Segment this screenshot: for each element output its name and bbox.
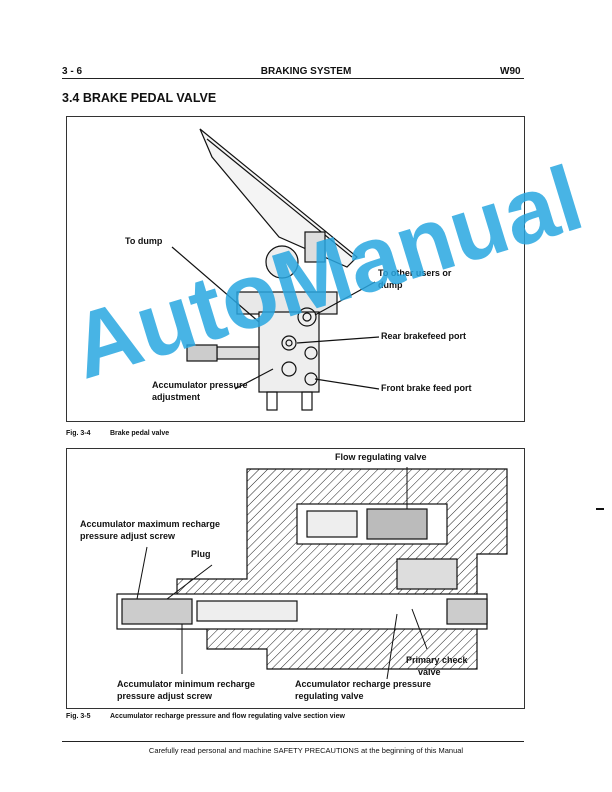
valve-section-drawing [116, 467, 508, 680]
figure-valve-section-view: Flow regulating valve Accumulator maximu… [66, 448, 525, 709]
label-flow-regulating-valve: Flow regulating valve [335, 452, 427, 462]
model-label: W90 [500, 66, 521, 77]
label-to-dump: To dump [125, 236, 163, 246]
figure-caption-number: Fig. 3-5 [66, 713, 91, 720]
footer-safety-note: Carefully read personal and machine SAFE… [148, 746, 464, 755]
figure-caption: Accumulator recharge pressure and flow r… [110, 713, 345, 720]
footer-rule [62, 741, 524, 742]
figure-caption: Brake pedal valve [110, 430, 170, 437]
header-rule [62, 78, 524, 79]
edge-mark [596, 508, 604, 510]
label-front-brake-feed-port: Front brake feed port [381, 383, 472, 393]
label-rear-brakefeed-port: Rear brakefeed port [381, 331, 467, 341]
brake-pedal-valve-drawing [171, 128, 380, 411]
figure-caption-number: Fig. 3-4 [66, 430, 91, 437]
label-plug: Plug [191, 549, 211, 559]
section-title: 3.4 BRAKE PEDAL VALVE [62, 91, 217, 105]
running-header: BRAKING SYSTEM [260, 66, 352, 77]
page-number: 3 - 6 [62, 66, 83, 77]
